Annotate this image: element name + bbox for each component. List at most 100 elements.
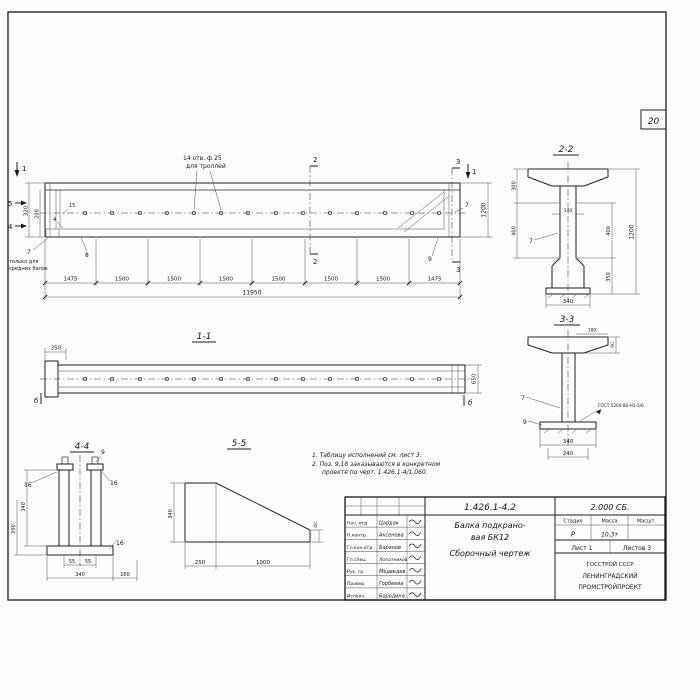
sig-name-7: Бородина [379,593,405,599]
doc-number: 1.426.1-4.2 [464,503,516,513]
sheet-value: Лист 1 [572,545,593,552]
section-cut-4: 4 4 [8,217,64,231]
stage-value: Р [571,531,576,539]
dim-55-a: 55 [69,559,75,565]
pos-7-left: 7 [27,249,31,256]
note-left-line1: только для [9,259,38,265]
main-position-callouts: 7 только для средних балок 8 9 7 [9,202,469,272]
total-dim: 11950 [242,290,261,297]
dim-340-section33: 340 [563,439,574,445]
view-4-4-label: 4-4 [75,442,90,452]
sig-role-7: Исполн. [347,593,366,599]
seg-dim-2: 1500 [115,277,129,283]
cut-3-bottom-label: 3 [456,266,460,274]
section-2-2-view: 2-2 300 400 140 1200 [512,145,640,308]
sheets-value: Листов 3 [623,545,651,552]
dim-340-55: 340 [168,509,174,519]
signature-rows: Нач. отд Цардак Н.контр. Аксенова Гл.кон… [347,519,422,599]
dim-40-55: 40 [313,522,319,528]
sig-name-2: Аксенова [378,533,404,539]
note-line-1: 1. Таблицу исполнений см. лист 3. [312,452,422,459]
sig-role-5: Рук. гр. [347,569,365,575]
view-1-1: 1-1 350 650 б б [34,332,482,407]
sig-role-1: Нач. отд [347,521,367,527]
section-cut-2: 2 2 [309,156,318,266]
col-mass: Масса [602,519,618,525]
dim-1200-section: 1200 [629,224,636,239]
weld-note: ГОСТ 5264-80-Н1-5/6 [598,403,644,408]
dim-55-b: 55 [85,559,91,565]
seg-dim-1: 1475 [64,277,78,283]
note-line-2: 2. Поз. 9,18 заказываются в конкретном [312,461,441,468]
view-5-5: 5-5 340 40 250 1000 [168,439,323,569]
main-right-dim: 1200 [461,182,492,238]
dim-400-left: 400 [512,226,518,236]
cut-2-bottom-label: 2 [313,258,317,266]
dim-340-left-44: 340 [21,502,27,512]
main-elevation-view: 14 отв. ф 25 для троллей 2 2 3 3 1 [8,155,492,300]
dim-340: 340 [563,299,574,305]
sig-role-4: Гл.спец. [347,557,367,563]
holes-callout: 14 отв. ф 25 для троллей [183,155,226,211]
view-1-1-label: 1-1 [197,332,212,342]
view-5-5-dims: 340 40 250 1000 [168,482,323,569]
view-4-4: 4-4 9 16 16 16 340 200 [11,442,138,581]
section-3-3-label: 3-3 [560,315,575,325]
col-scale: Масшт. [637,519,657,525]
cut-5-label: 5 [8,200,12,208]
sheet-frame [7,11,667,601]
dim-200: 200 [35,209,41,219]
section-cut-3: 3 3 [451,158,460,274]
org-line-2: ЛЕНИНГРАДСКИЙ [582,573,637,580]
page-number: 20 [648,117,660,127]
cut-4-inner-label: 4 [53,217,56,223]
notes: 1. Таблицу исполнений см. лист 3. 2. Поз… [312,452,441,476]
dim-200-44: 200 [11,524,17,534]
sig-name-4: Лопатников [378,557,408,563]
pos-7-section33: 7 [521,395,525,402]
dim-250-55: 250 [195,560,206,566]
pos-16-b: 16 [110,480,118,487]
sig-role-2: Н.контр. [347,533,367,539]
pos-9: 9 [428,256,432,263]
dim-320: 320 [24,205,30,216]
sig-name-6: Горбеева [379,581,403,587]
view-4-4-callouts: 16 16 16 [24,471,124,550]
dim-1200: 1200 [481,202,488,217]
section-2-2-dims: 300 400 140 1200 400 350 340 7 [512,168,640,308]
seg-dim-3: 1500 [167,277,181,283]
doc-code: 2.000 СБ. [590,503,629,512]
pos-9-section33: 9 [523,419,527,426]
dim-90: 90 [610,342,616,348]
col-stage: Стадия [563,519,582,525]
main-left-dims: 320 200 15 [24,182,75,238]
dim-15: 15 [69,203,75,209]
view-4-4-dims: 340 200 55 55 340 160 [11,469,138,581]
title-block: 1.426.1-4.2 2.000 СБ. Балка подкрано- ва… [344,496,666,601]
seg-dim-8: 1475 [428,277,442,283]
seg-dim-6: 1500 [324,277,338,283]
title-line-3: Сборочный чертеж [450,549,532,558]
dim-300: 300 [512,181,518,191]
note-line-3: проекте по черт. 1.426.1-4/1.060. [322,469,428,476]
sig-role-3: Гл.кон.отд [347,545,372,551]
dim-160-44: 160 [120,572,130,578]
org-line-1: ГОССТРОЙ СССР [586,561,634,568]
pos-16-c: 16 [116,540,124,547]
seg-dim-4: 1500 [219,277,233,283]
pos-9-view44: 9 [101,449,105,456]
dim-1000-55: 1000 [256,560,270,566]
pos-7-right: 7 [465,202,469,209]
section-cut-1: 1 1 [14,162,476,179]
section-2-2-label: 2-2 [559,145,574,155]
sig-name-5: Медведев [379,569,405,575]
dim-340-bottom-44: 340 [75,572,85,578]
sig-name-1: Цардак [379,521,399,527]
pos-16-a: 16 [24,482,32,489]
view-5-5-label: 5-5 [232,439,247,449]
dim-650: 650 [472,373,478,384]
cut-1-left-label: 1 [22,165,26,173]
mass-value: 10,3т [601,532,618,539]
cut-b-left: б [34,397,39,405]
